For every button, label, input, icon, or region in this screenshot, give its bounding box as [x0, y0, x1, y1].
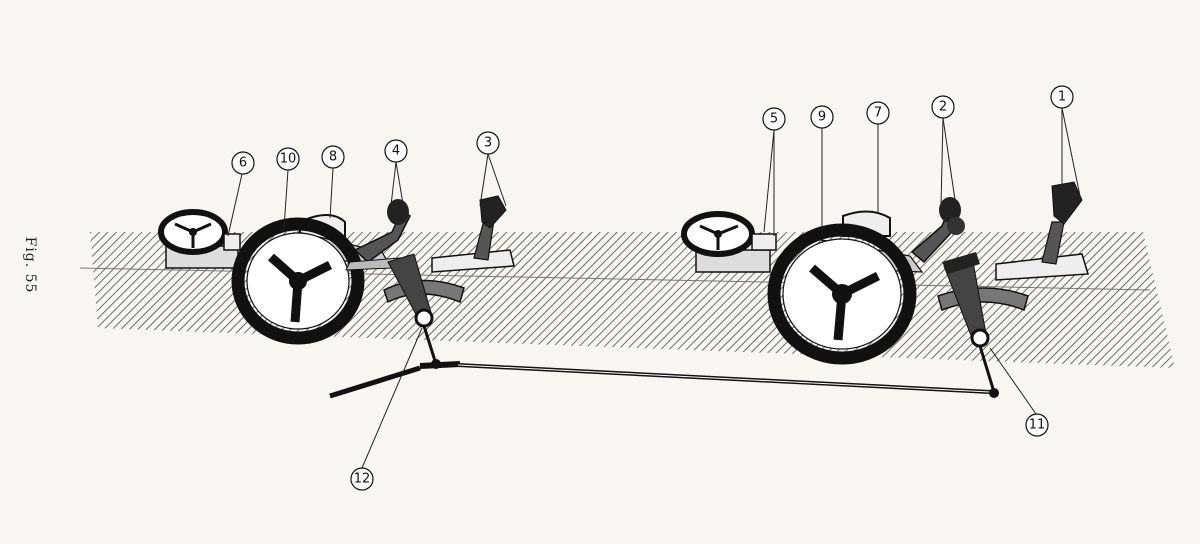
right-large-handwheel [767, 223, 917, 365]
right-small-handwheel [681, 211, 777, 273]
callout-9: 9 [810, 105, 834, 129]
callout-5-label: 5 [770, 112, 778, 127]
callout-2: 2 [931, 95, 955, 119]
connecting-rod [329, 325, 999, 399]
callout-2-label: 2 [939, 100, 947, 115]
callout-3-label: 3 [484, 136, 492, 151]
callout-12-label: 12 [354, 472, 371, 487]
leader-lines [227, 107, 1081, 469]
left-large-handwheel [231, 217, 365, 345]
left-throttle-lever [431, 195, 515, 273]
callout-7-label: 7 [874, 106, 882, 121]
callout-11-label: 11 [1029, 418, 1046, 433]
callout-6-label: 6 [239, 156, 247, 171]
callout-5: 5 [762, 107, 786, 131]
callout-10: 10 [276, 147, 300, 171]
right-quadrant-lever [937, 252, 1029, 348]
callout-4-label: 4 [392, 144, 400, 159]
callout-11: 11 [1025, 413, 1049, 437]
callout-8: 8 [321, 145, 345, 169]
callout-6: 6 [231, 151, 255, 175]
right-twin-lever [910, 197, 965, 264]
callout-10-label: 10 [280, 152, 297, 167]
callout-4: 4 [384, 139, 408, 163]
callout-1: 1 [1050, 85, 1074, 109]
right-throttle-lever [995, 181, 1089, 281]
callout-8-label: 8 [329, 150, 337, 165]
callout-3: 3 [476, 131, 500, 155]
callout-12: 12 [350, 467, 374, 491]
callout-1-label: 1 [1058, 90, 1066, 105]
left-small-handwheel [158, 209, 241, 269]
callout-9-label: 9 [818, 110, 826, 125]
left-quadrant-lever [383, 253, 465, 328]
callout-7: 7 [866, 101, 890, 125]
